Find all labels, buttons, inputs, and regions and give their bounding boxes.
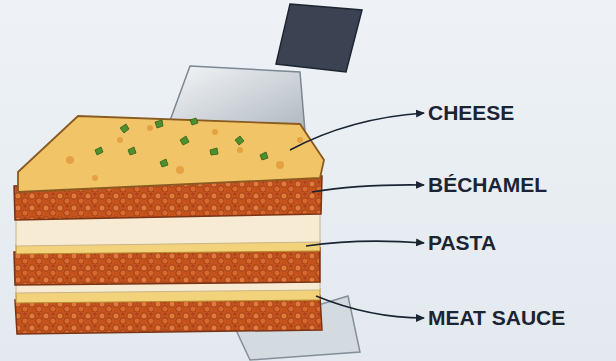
cheese-spots [66,125,303,181]
part-label: PASTA [428,230,496,256]
spatula-handle [276,4,362,72]
part-label: MEAT SAUCE [428,305,565,331]
cheese-top [18,116,324,192]
part-label: BÉCHAMEL [428,172,547,198]
leader-lines [290,113,424,318]
part-label: CHEESE [428,100,514,126]
herb-garnish [95,118,268,167]
